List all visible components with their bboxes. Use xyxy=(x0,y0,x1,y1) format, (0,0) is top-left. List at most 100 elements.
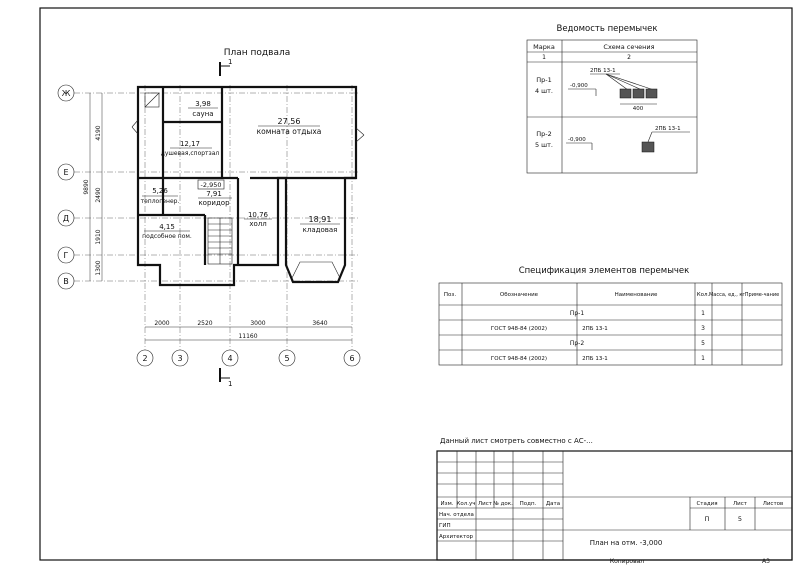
svg-text:2ПБ 13-1: 2ПБ 13-1 xyxy=(590,68,616,74)
svg-text:душевая,спортзал: душевая,спортзал xyxy=(161,150,220,157)
svg-text:Дата: Дата xyxy=(546,501,560,507)
room-utility: 4,15 подсобное пом. xyxy=(142,223,192,240)
svg-text:1: 1 xyxy=(542,54,546,61)
row-total-dim: 9890 xyxy=(83,179,90,194)
svg-text:4,15: 4,15 xyxy=(159,223,175,231)
svg-text:2: 2 xyxy=(627,54,631,61)
basement-plan: План подвала 1 1 xyxy=(57,48,365,388)
svg-text:ГОСТ 948-84 (2002): ГОСТ 948-84 (2002) xyxy=(491,356,547,362)
spec-title: Спецификация элементов перемычек xyxy=(519,266,690,276)
svg-text:18,91: 18,91 xyxy=(309,215,332,224)
lintel-row-pr1: Пр-1 4 шт. 2ПБ 13-1 -0,900 400 xyxy=(535,68,658,112)
svg-text:Лист: Лист xyxy=(733,501,748,507)
svg-text:5: 5 xyxy=(284,354,289,363)
svg-text:400: 400 xyxy=(633,106,644,112)
axis-col-6: 6 xyxy=(343,349,361,367)
svg-text:2ПБ 13-1: 2ПБ 13-1 xyxy=(655,126,681,132)
svg-text:5,26: 5,26 xyxy=(152,187,168,195)
svg-text:Пр-2: Пр-2 xyxy=(536,130,552,138)
axis-col-4: 4 xyxy=(221,349,239,367)
svg-text:-2,950: -2,950 xyxy=(201,181,222,189)
svg-text:2ПБ 13-1: 2ПБ 13-1 xyxy=(582,356,608,362)
svg-text:Стадия: Стадия xyxy=(696,501,717,507)
svg-text:5: 5 xyxy=(701,340,705,347)
axis-row-e: Е xyxy=(57,163,75,181)
spec-row: ГОСТ 948-84 (2002) 2ПБ 13-1 3 xyxy=(491,325,705,332)
row-dim-1: 4190 xyxy=(95,125,102,140)
col-dim-2: 2520 xyxy=(197,320,212,327)
svg-text:комната отдыха: комната отдыха xyxy=(257,127,322,136)
svg-text:5: 5 xyxy=(738,515,742,523)
axis-col-3: 3 xyxy=(171,349,189,367)
copied-label: Копировал xyxy=(610,558,644,565)
svg-text:3,98: 3,98 xyxy=(195,100,211,108)
svg-text:3: 3 xyxy=(177,354,182,363)
col-dim-4: 3640 xyxy=(312,320,327,327)
svg-text:теплогенер.: теплогенер. xyxy=(141,198,180,205)
svg-text:№ док.: № док. xyxy=(493,501,513,507)
svg-text:подсобное пом.: подсобное пом. xyxy=(142,233,192,240)
svg-text:холл: холл xyxy=(249,220,266,228)
svg-text:Подп.: Подп. xyxy=(520,501,537,507)
svg-text:Нач. отдела: Нач. отдела xyxy=(439,512,474,518)
sauna-stove-symbol xyxy=(144,92,160,108)
svg-text:П: П xyxy=(705,515,710,523)
svg-text:Изм.: Изм. xyxy=(441,501,454,507)
svg-text:ГИП: ГИП xyxy=(439,523,451,529)
spec-row: ГОСТ 948-84 (2002) 2ПБ 13-1 1 xyxy=(491,355,705,362)
svg-text:Лист: Лист xyxy=(478,501,493,507)
sheet-name: План на отм. -3,000 xyxy=(590,539,663,547)
room-hall: 10,76 холл xyxy=(244,211,272,228)
svg-text:Пр-1: Пр-1 xyxy=(536,76,552,84)
axis-col-2: 2 xyxy=(136,349,154,367)
axis-row-g: Г xyxy=(57,246,75,264)
svg-text:Обозначение: Обозначение xyxy=(500,292,539,298)
svg-text:-0,900: -0,900 xyxy=(568,137,586,143)
col-dim-3: 3000 xyxy=(250,320,265,327)
svg-text:Поз.: Поз. xyxy=(444,292,456,298)
svg-text:Масса, ед., кг: Масса, ед., кг xyxy=(709,292,745,298)
svg-text:Листов: Листов xyxy=(763,501,784,507)
svg-text:Кол.уч: Кол.уч xyxy=(456,501,475,507)
level-mark: -2,950 xyxy=(197,179,225,190)
room-lounge: 27,56 комната отдыха xyxy=(257,117,322,136)
room-sauna: 3,98 сауна xyxy=(188,100,218,118)
svg-text:Е: Е xyxy=(63,168,68,177)
svg-text:Кол.: Кол. xyxy=(697,292,710,298)
lintel-title: Ведомость перемычек xyxy=(556,24,657,34)
svg-text:27,56: 27,56 xyxy=(278,117,301,126)
sheet-note: Данный лист смотреть совместно с АС-... xyxy=(440,437,593,445)
axis-row-d: Д xyxy=(57,209,75,227)
col-scheme-header: Схема сечения xyxy=(603,43,654,51)
section-mark-top: 1 xyxy=(219,58,232,76)
format-label: А3 xyxy=(762,558,770,565)
row-dim-3: 1910 xyxy=(95,229,102,244)
room-corridor: 7,91 коридор xyxy=(198,190,232,207)
sheet-frame xyxy=(39,7,793,561)
svg-text:Приме-чание: Приме-чание xyxy=(745,292,779,298)
svg-text:5 шт.: 5 шт. xyxy=(535,141,553,149)
room-shower-gym: 12,17 душевая,спортзал xyxy=(161,140,220,157)
room-boiler: 5,26 теплогенер. xyxy=(141,187,180,205)
svg-text:1: 1 xyxy=(701,310,705,317)
lintel-specification: Спецификация элементов перемычек Поз. Об… xyxy=(438,266,783,366)
svg-text:12,17: 12,17 xyxy=(180,140,200,148)
room-storage: 18,91 кладовая xyxy=(300,215,340,234)
lintel-row-pr2: Пр-2 5 шт. 2ПБ 13-1 -0,900 xyxy=(535,126,690,153)
axis-row-v: В xyxy=(57,272,75,290)
svg-text:3: 3 xyxy=(701,325,705,332)
title-block: Изм. Кол.уч Лист № док. Подп. Дата Нач. … xyxy=(436,450,793,561)
svg-text:10,76: 10,76 xyxy=(248,211,269,219)
section-label-bottom: 1 xyxy=(228,380,232,388)
spec-row: Пр-2 5 xyxy=(570,340,705,347)
svg-text:6: 6 xyxy=(349,354,354,363)
svg-text:7,91: 7,91 xyxy=(206,190,222,198)
plan-title: План подвала xyxy=(224,48,290,58)
row-dim-2: 2490 xyxy=(95,187,102,202)
axis-row-zh: Ж xyxy=(57,84,75,102)
svg-text:1: 1 xyxy=(701,355,705,362)
section-mark-bottom: 1 xyxy=(219,368,232,388)
svg-text:Пр-2: Пр-2 xyxy=(570,340,584,347)
svg-text:2: 2 xyxy=(142,354,147,363)
